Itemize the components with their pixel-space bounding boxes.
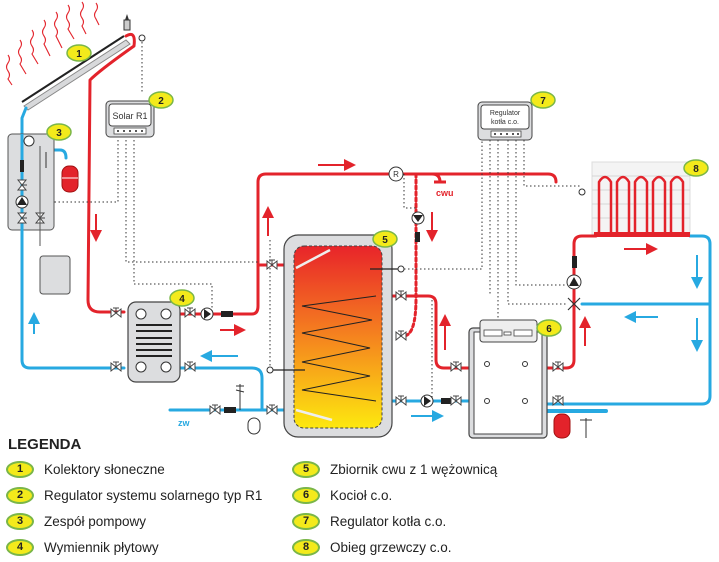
svg-text:8: 8 — [693, 164, 699, 175]
glycol-canister-icon — [39, 255, 71, 295]
recirculation-pipe — [402, 172, 418, 338]
svg-text:4: 4 — [179, 294, 185, 305]
legend-badge: 7 — [292, 512, 320, 530]
recirculation-r-label: R — [393, 170, 399, 179]
svg-text:1: 1 — [76, 49, 82, 60]
safety-valve-icon — [235, 384, 245, 410]
solar-collector[interactable] — [21, 14, 146, 111]
legend-text: Zespół pompowy — [44, 513, 147, 529]
sun-rays — [5, 1, 100, 86]
solar-controller[interactable]: Solar R1 — [105, 100, 155, 138]
legend-text: Zbiornik cwu z 1 wężownicą — [330, 461, 498, 477]
legend-item: 1 Kolektory słoneczne — [6, 459, 165, 479]
badge-4: 4 — [169, 289, 195, 307]
legend-badge: 4 — [6, 538, 34, 556]
tank-sensor-icon — [266, 366, 274, 374]
gas-boiler[interactable] — [468, 319, 548, 439]
legend-title: LEGENDA — [8, 436, 82, 453]
plate-heat-exchanger[interactable] — [127, 301, 181, 383]
legend-badge: 2 — [6, 486, 34, 504]
tank-sensor-icon — [397, 265, 405, 273]
air-vent-icon — [123, 19, 131, 31]
badge-8: 8 — [683, 159, 709, 177]
mixing-valve-icon — [567, 297, 581, 311]
legend-text: Regulator kotła c.o. — [330, 513, 447, 529]
legend-text: Wymiennik płytowy — [44, 539, 159, 555]
legend-text: Kocioł c.o. — [330, 487, 393, 503]
expansion-vessel-icon — [61, 165, 79, 193]
legend-item: 3 Zespół pompowy — [6, 511, 146, 531]
svg-text:6: 6 — [546, 324, 552, 335]
badge-5: 5 — [372, 230, 398, 248]
heating-return-pipe — [544, 234, 712, 406]
legend-text: Obieg grzewczy c.o. — [330, 539, 452, 555]
svg-text:2: 2 — [158, 96, 164, 107]
legend-badge: 8 — [292, 538, 320, 556]
badge-7: 7 — [530, 91, 556, 109]
legend-badge: 1 — [6, 460, 34, 478]
legend-item: 6 Kocioł c.o. — [292, 485, 392, 505]
boiler-controller[interactable]: Regulator kotła c.o. — [477, 101, 533, 141]
svg-text:5: 5 — [382, 235, 388, 246]
temperature-sensor-icon — [138, 34, 146, 42]
cold-water-vessel-icon — [247, 417, 261, 435]
legend-badge: 6 — [292, 486, 320, 504]
controller-display-text: Solar R1 — [112, 111, 147, 121]
legend-item: 4 Wymiennik płytowy — [6, 537, 159, 557]
badge-6: 6 — [536, 319, 562, 337]
svg-text:7: 7 — [540, 96, 546, 107]
pressure-gauge-icon — [23, 135, 35, 147]
boiler-controller-line1: Regulator — [490, 110, 521, 117]
solar-supply-pipe — [86, 32, 136, 314]
legend-text: Regulator systemu solarnego typ R1 — [44, 487, 263, 503]
boiler-coil-supply-pipe — [376, 294, 474, 370]
badge-2: 2 — [148, 91, 174, 109]
legend-item: 8 Obieg grzewczy c.o. — [292, 537, 452, 557]
legend-badge: 3 — [6, 512, 34, 530]
svg-text:3: 3 — [56, 128, 62, 139]
legend-item: 2 Regulator systemu solarnego typ R1 — [6, 485, 262, 505]
boiler-controller-line2: kotła c.o. — [491, 119, 519, 126]
room-sensor-icon — [578, 188, 586, 196]
legend-item: 5 Zbiornik cwu z 1 wężownicą — [292, 459, 497, 479]
zw-label: zw — [178, 418, 191, 428]
heating-supply-pipe — [544, 234, 598, 370]
recirculation-r-icon — [388, 166, 404, 182]
cwu-label: cwu — [436, 188, 454, 198]
exchanger-hot-pipe — [178, 172, 558, 316]
heating-expansion-vessel-icon — [553, 413, 571, 439]
legend-item: 7 Regulator kotła c.o. — [292, 511, 446, 531]
badge-1: 1 — [66, 44, 92, 62]
pump-group[interactable] — [7, 133, 79, 295]
badge-3: 3 — [46, 123, 72, 141]
hot-water-tank[interactable] — [270, 234, 398, 438]
legend-text: Kolektory słoneczne — [44, 461, 165, 477]
solar-return-pipe — [20, 106, 126, 370]
radiator-heating-circuit[interactable] — [591, 161, 691, 237]
legend-badge: 5 — [292, 460, 320, 478]
exchanger-cold-pipe — [178, 366, 264, 412]
